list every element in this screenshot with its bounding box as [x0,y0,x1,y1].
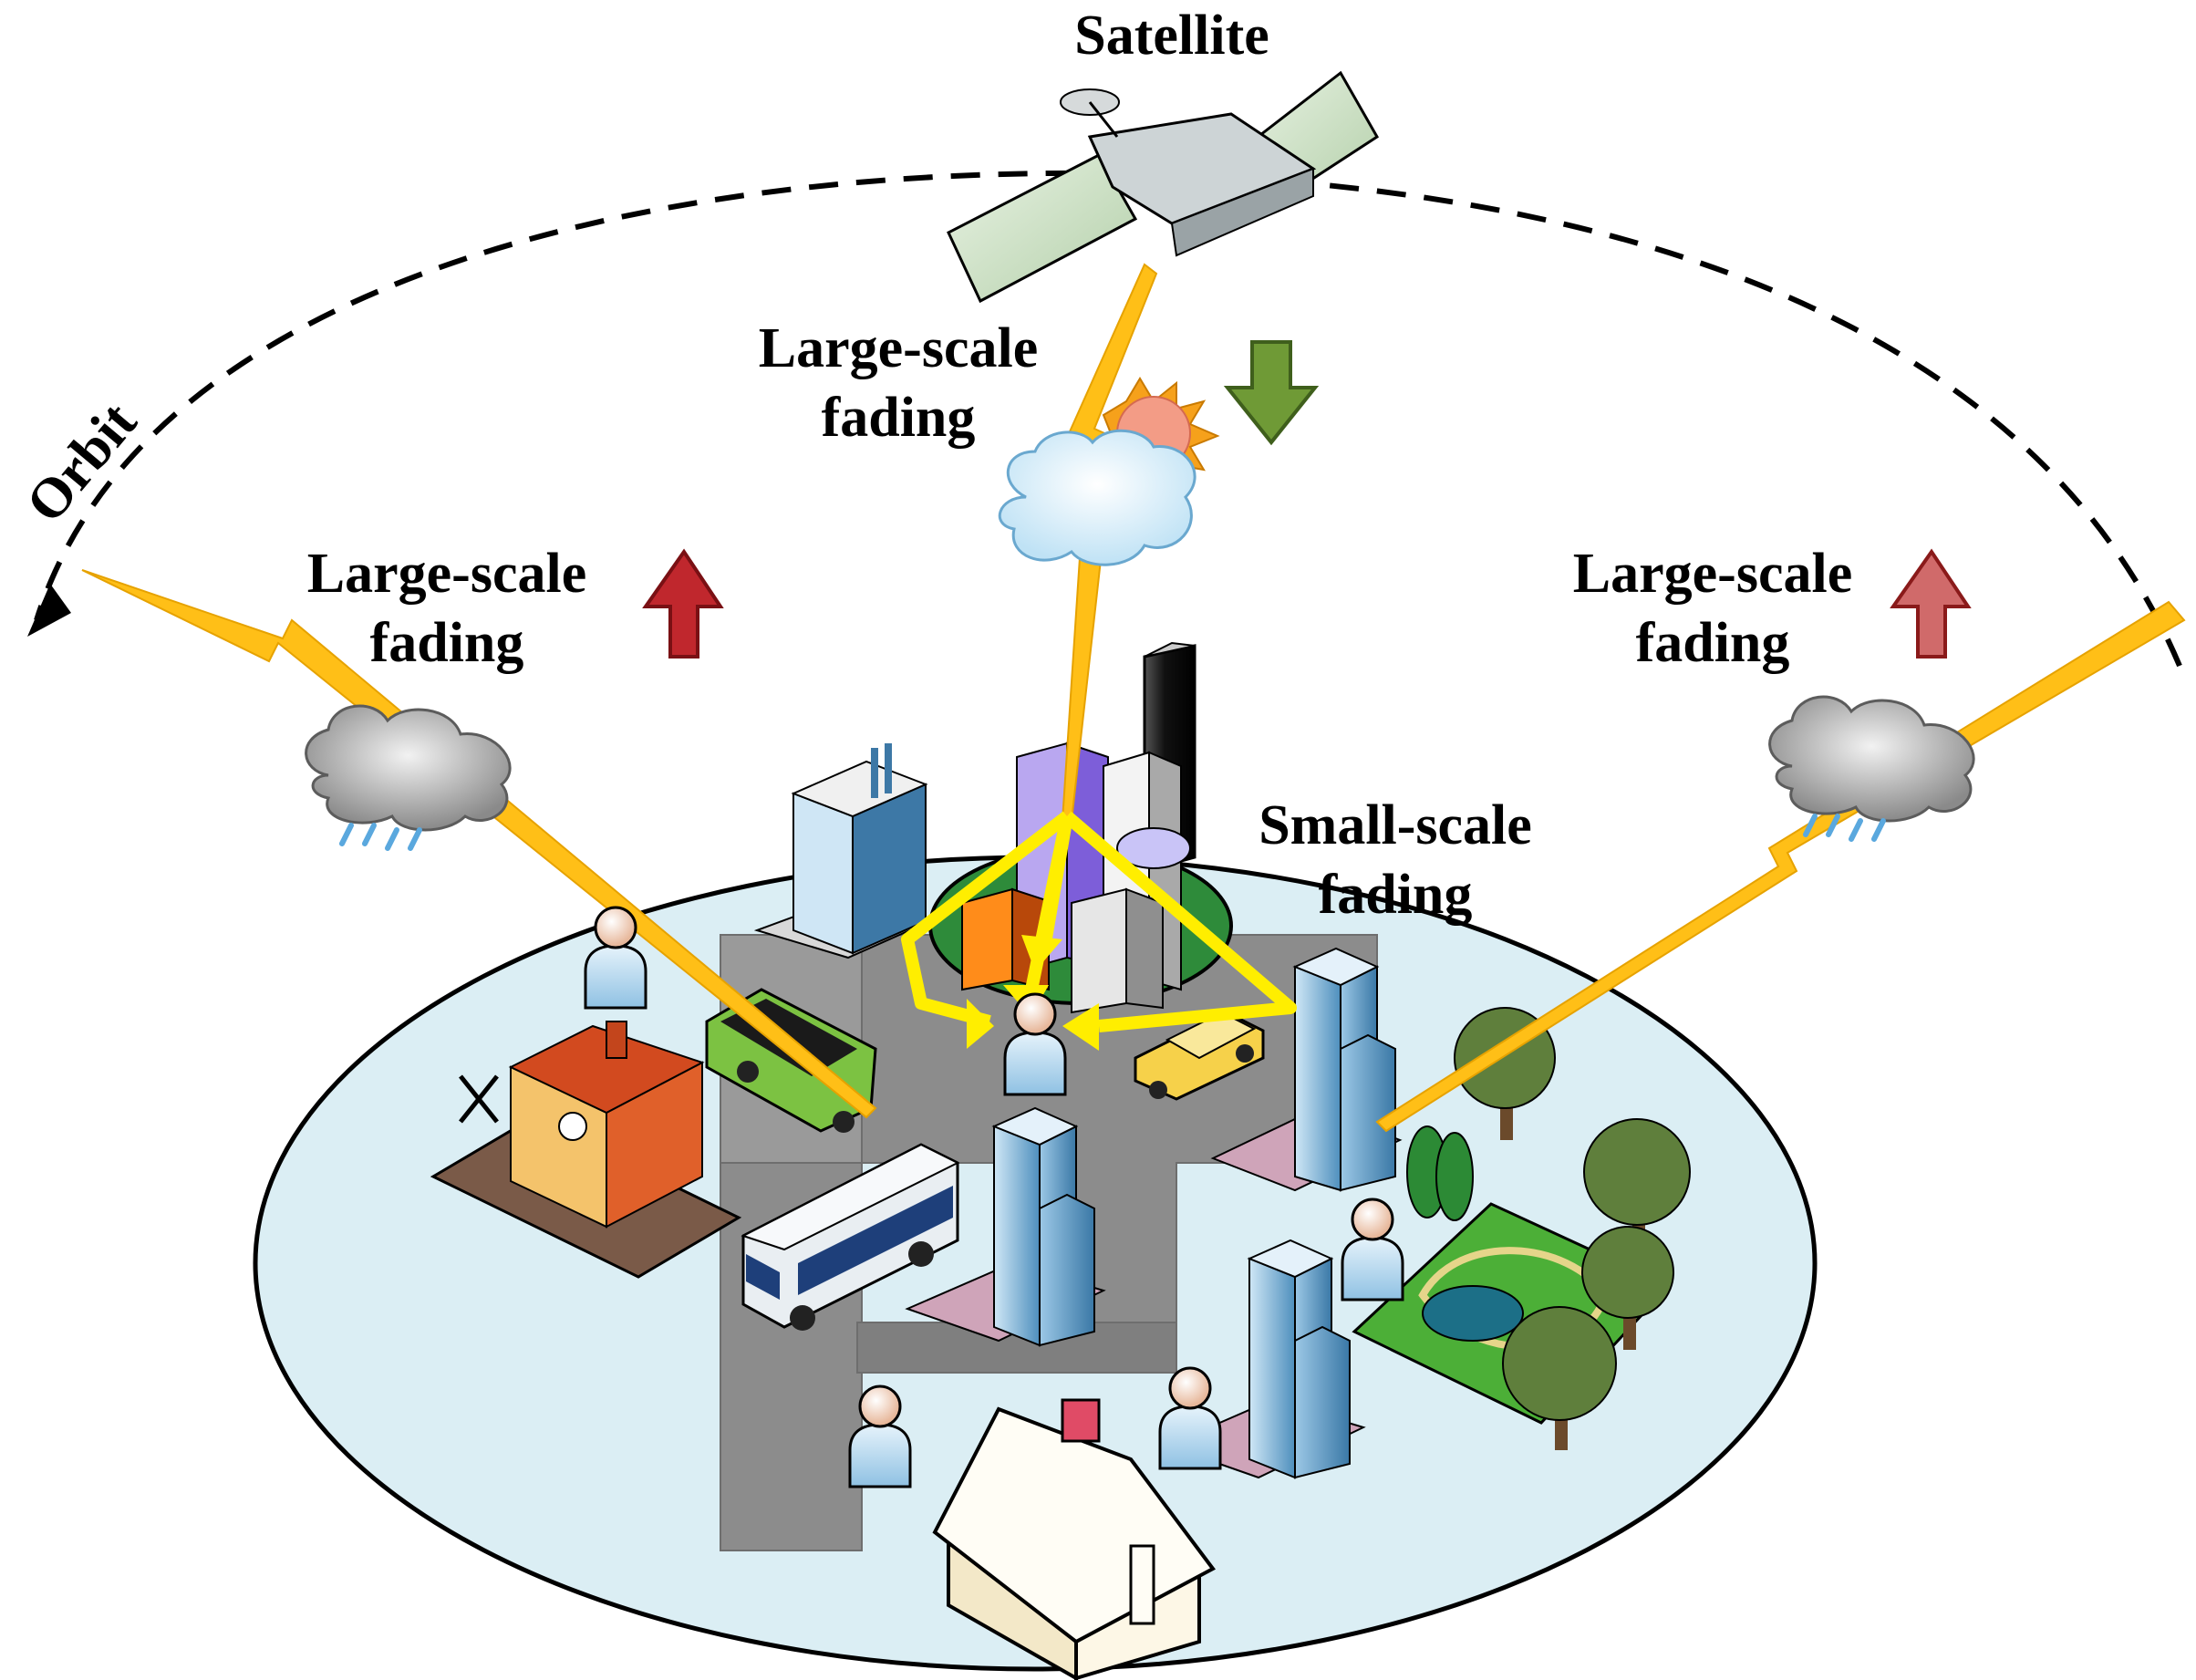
train-station-icon [430,1021,742,1279]
label-line: Large-scale [1572,543,1853,605]
rain-cloud-icon [1768,695,1975,842]
orbit-arrowhead [27,584,71,637]
small-scale-fading-label: Small-scale fading [1213,792,1578,929]
large-scale-fading-label-left: Large-scale fading [269,540,625,678]
label-line: Large-scale [306,543,587,605]
increase-arrow-left-icon [642,548,724,659]
beam-left [81,569,877,1119]
user-icon [848,1384,912,1488]
tree-icon [1581,1226,1674,1350]
tree-icon [1406,1125,1474,1221]
satellite-icon [947,70,1380,304]
pond-icon [1422,1285,1524,1342]
label-line: Small-scale [1259,794,1532,856]
skyscraper-icon [753,743,934,959]
decrease-arrow-icon [1223,340,1320,446]
house-icon [932,1398,1216,1680]
label-line: Large-scale [758,317,1039,379]
sun-cloud-icon [998,377,1220,566]
label-line: fading [1635,611,1790,674]
skyscraper-icon [905,1106,1106,1347]
tree-icon [1583,1118,1691,1250]
large-scale-fading-label-right: Large-scale fading [1535,540,1890,678]
beam-right [1375,600,2186,1133]
user-icon [1341,1198,1404,1301]
label-line: fading [1318,863,1473,926]
label-line: fading [821,386,976,449]
bus-icon [741,1143,960,1331]
user-icon [1158,1366,1222,1470]
skyscraper-icon [1165,1239,1366,1479]
label-line: fading [369,611,524,674]
satellite-label: Satellite [1074,5,1269,67]
skyscraper-icon [1210,947,1403,1192]
tree-icon [1502,1306,1617,1450]
user-icon [1003,992,1067,1096]
increase-arrow-right-icon [1890,548,1972,659]
orbit-path [34,170,2182,668]
rain-cloud-icon [305,704,512,851]
user-icon [584,906,647,1010]
large-scale-fading-label-top: Large-scale fading [716,315,1081,452]
